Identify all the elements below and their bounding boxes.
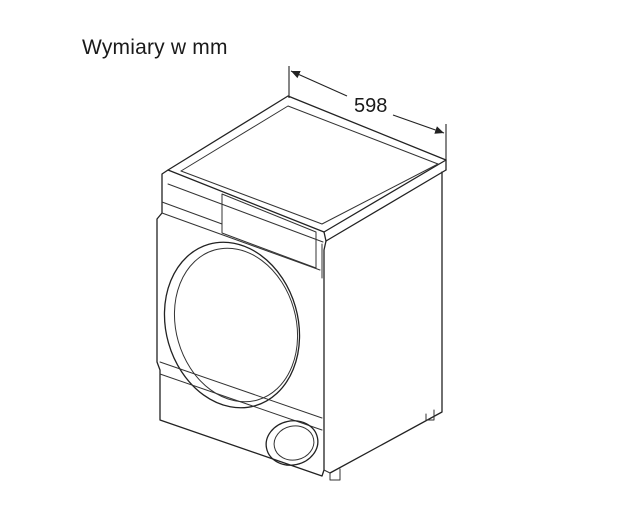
dryer-foot-left	[323, 468, 341, 481]
service-hatch-inner	[273, 425, 315, 461]
service-hatch-outer	[265, 420, 319, 466]
dimension-extension-lines	[288, 66, 447, 160]
dryer-appliance	[156, 95, 447, 481]
control-panel-display	[221, 193, 317, 269]
width-dimension-label: 598	[354, 95, 387, 117]
dryer-front-panel	[156, 169, 327, 477]
dryer-foot-right	[425, 409, 435, 421]
dryer-top-surface	[167, 95, 447, 233]
dryer-side-panel	[329, 171, 443, 474]
dryer-door-inner	[173, 247, 299, 403]
width-dimension-arrow	[290, 70, 445, 134]
dryer-door-outer	[163, 241, 301, 409]
diagram-title: Wymiary w mm	[82, 36, 228, 59]
dryer-top-lip	[180, 105, 439, 172]
